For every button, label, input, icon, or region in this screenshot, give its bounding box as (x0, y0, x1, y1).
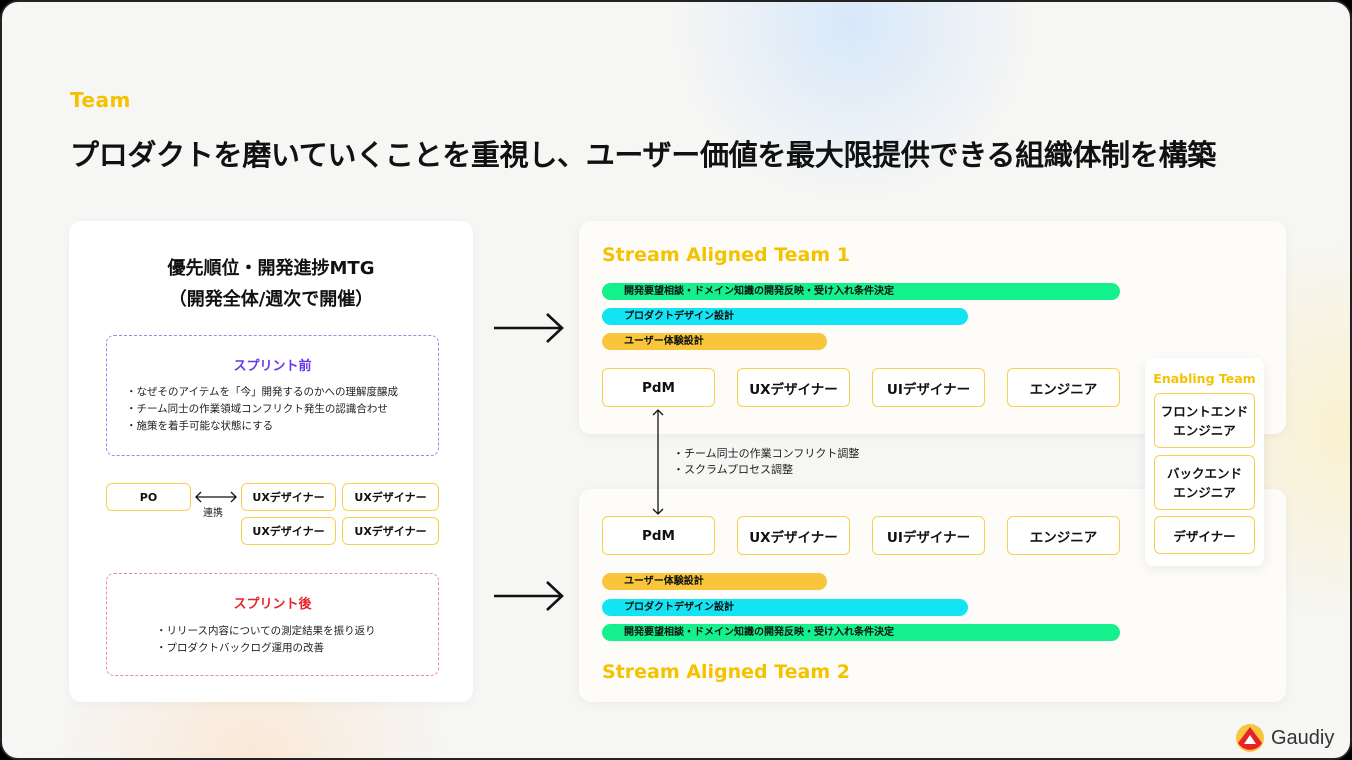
bar-requirements: 開発要望相談・ドメイン知識の開発反映・受け入れ条件決定 (602, 624, 1120, 641)
sprint-after-box: スプリント後 ・リリース内容についての測定結果を振り返り ・プロダクトバックログ… (106, 573, 439, 676)
list-item: ・リリース内容についての測定結果を振り返り (156, 625, 376, 637)
mtg-card: 優先順位・開発進捗MTG （開発全体/週次で開催） スプリント前 ・なぜそのアイ… (69, 221, 473, 702)
gaudiy-logo-text: Gaudiy (1271, 727, 1335, 749)
link-label: 連携 (203, 508, 223, 519)
sprint-before-box: スプリント前 ・なぜそのアイテムを「今」開発するのかへの理解度醸成 ・チーム同士… (106, 335, 439, 456)
role-engineer: エンジニア (1007, 368, 1120, 407)
stream-team-1-card: Stream Aligned Team 1 開発要望相談・ドメイン知識の開発反映… (579, 221, 1286, 434)
bar-product-design: プロダクトデザイン設計 (602, 308, 968, 325)
stream-team-1-title: Stream Aligned Team 1 (602, 244, 850, 266)
role-engineer: エンジニア (1007, 516, 1120, 555)
list-item: ・スクラムプロセス調整 (673, 463, 794, 476)
bar-ux-design: ユーザー体験設計 (602, 333, 827, 350)
po-chip: PO (106, 483, 191, 511)
role-label: エンジニア (1173, 484, 1236, 500)
enabling-team-title: Enabling Team (1153, 371, 1256, 386)
bar-ux-design: ユーザー体験設計 (602, 573, 827, 590)
mtg-title-line2: （開発全体/週次で開催） (168, 289, 374, 310)
role-label: フロントエンド (1160, 403, 1249, 419)
list-item: ・なぜそのアイテムを「今」開発するのかへの理解度醸成 (126, 386, 398, 398)
role-designer: デザイナー (1154, 516, 1255, 554)
page-title: プロダクトを磨いていくことを重視し、ユーザー価値を最大限提供できる組織体制を構築 (70, 138, 1216, 172)
coordination-notes: ・チーム同士の作業コンフリクト調整 ・スクラムプロセス調整 (673, 446, 859, 478)
role-label: バックエンド (1166, 465, 1242, 481)
role-ui-designer: UIデザイナー (872, 516, 985, 555)
section-eyebrow: Team (70, 88, 131, 112)
sprint-before-list: ・なぜそのアイテムを「今」開発するのかへの理解度醸成 ・チーム同士の作業領域コン… (126, 384, 398, 435)
mtg-title-line1: 優先順位・開発進捗MTG (167, 258, 375, 279)
role-label: デザイナー (1173, 528, 1236, 544)
bar-requirements: 開発要望相談・ドメイン知識の開発反映・受け入れ条件決定 (602, 283, 1120, 300)
vertical-double-arrow-icon (652, 409, 664, 515)
role-ui-designer: UIデザイナー (872, 368, 985, 407)
gaudiy-logo-icon (1236, 724, 1264, 752)
ux-designer-chip: UXデザイナー (342, 517, 439, 545)
role-label: エンジニア (1173, 422, 1236, 438)
role-ux-designer: UXデザイナー (737, 368, 850, 407)
sprint-after-heading: スプリント後 (233, 597, 312, 612)
role-backend-engineer: バックエンド エンジニア (1154, 455, 1255, 510)
arrow-right-icon (494, 313, 564, 343)
ux-designer-chip: UXデザイナー (241, 517, 336, 545)
ux-designer-chip: UXデザイナー (342, 483, 439, 511)
role-ux-designer: UXデザイナー (737, 516, 850, 555)
list-item: ・チーム同士の作業コンフリクト調整 (673, 447, 860, 460)
list-item: ・プロダクトバックログ運用の改善 (156, 642, 324, 654)
arrow-right-icon (494, 581, 564, 611)
sprint-before-heading: スプリント前 (233, 359, 312, 374)
ux-designer-chip: UXデザイナー (241, 483, 336, 511)
sprint-after-list: ・リリース内容についての測定結果を振り返り ・プロダクトバックログ運用の改善 (156, 623, 376, 657)
list-item: ・チーム同士の作業領域コンフリクト発生の認識合わせ (126, 403, 388, 415)
role-pdm: PdM (602, 516, 715, 555)
role-pdm: PdM (602, 368, 715, 407)
enabling-team-card: Enabling Team フロントエンド エンジニア バックエンド エンジニア… (1145, 358, 1264, 566)
stream-team-2-title: Stream Aligned Team 2 (602, 661, 850, 683)
role-frontend-engineer: フロントエンド エンジニア (1154, 393, 1255, 448)
list-item: ・施策を着手可能な状態にする (126, 420, 274, 432)
bar-product-design: プロダクトデザイン設計 (602, 599, 968, 616)
double-arrow-icon (195, 491, 237, 503)
